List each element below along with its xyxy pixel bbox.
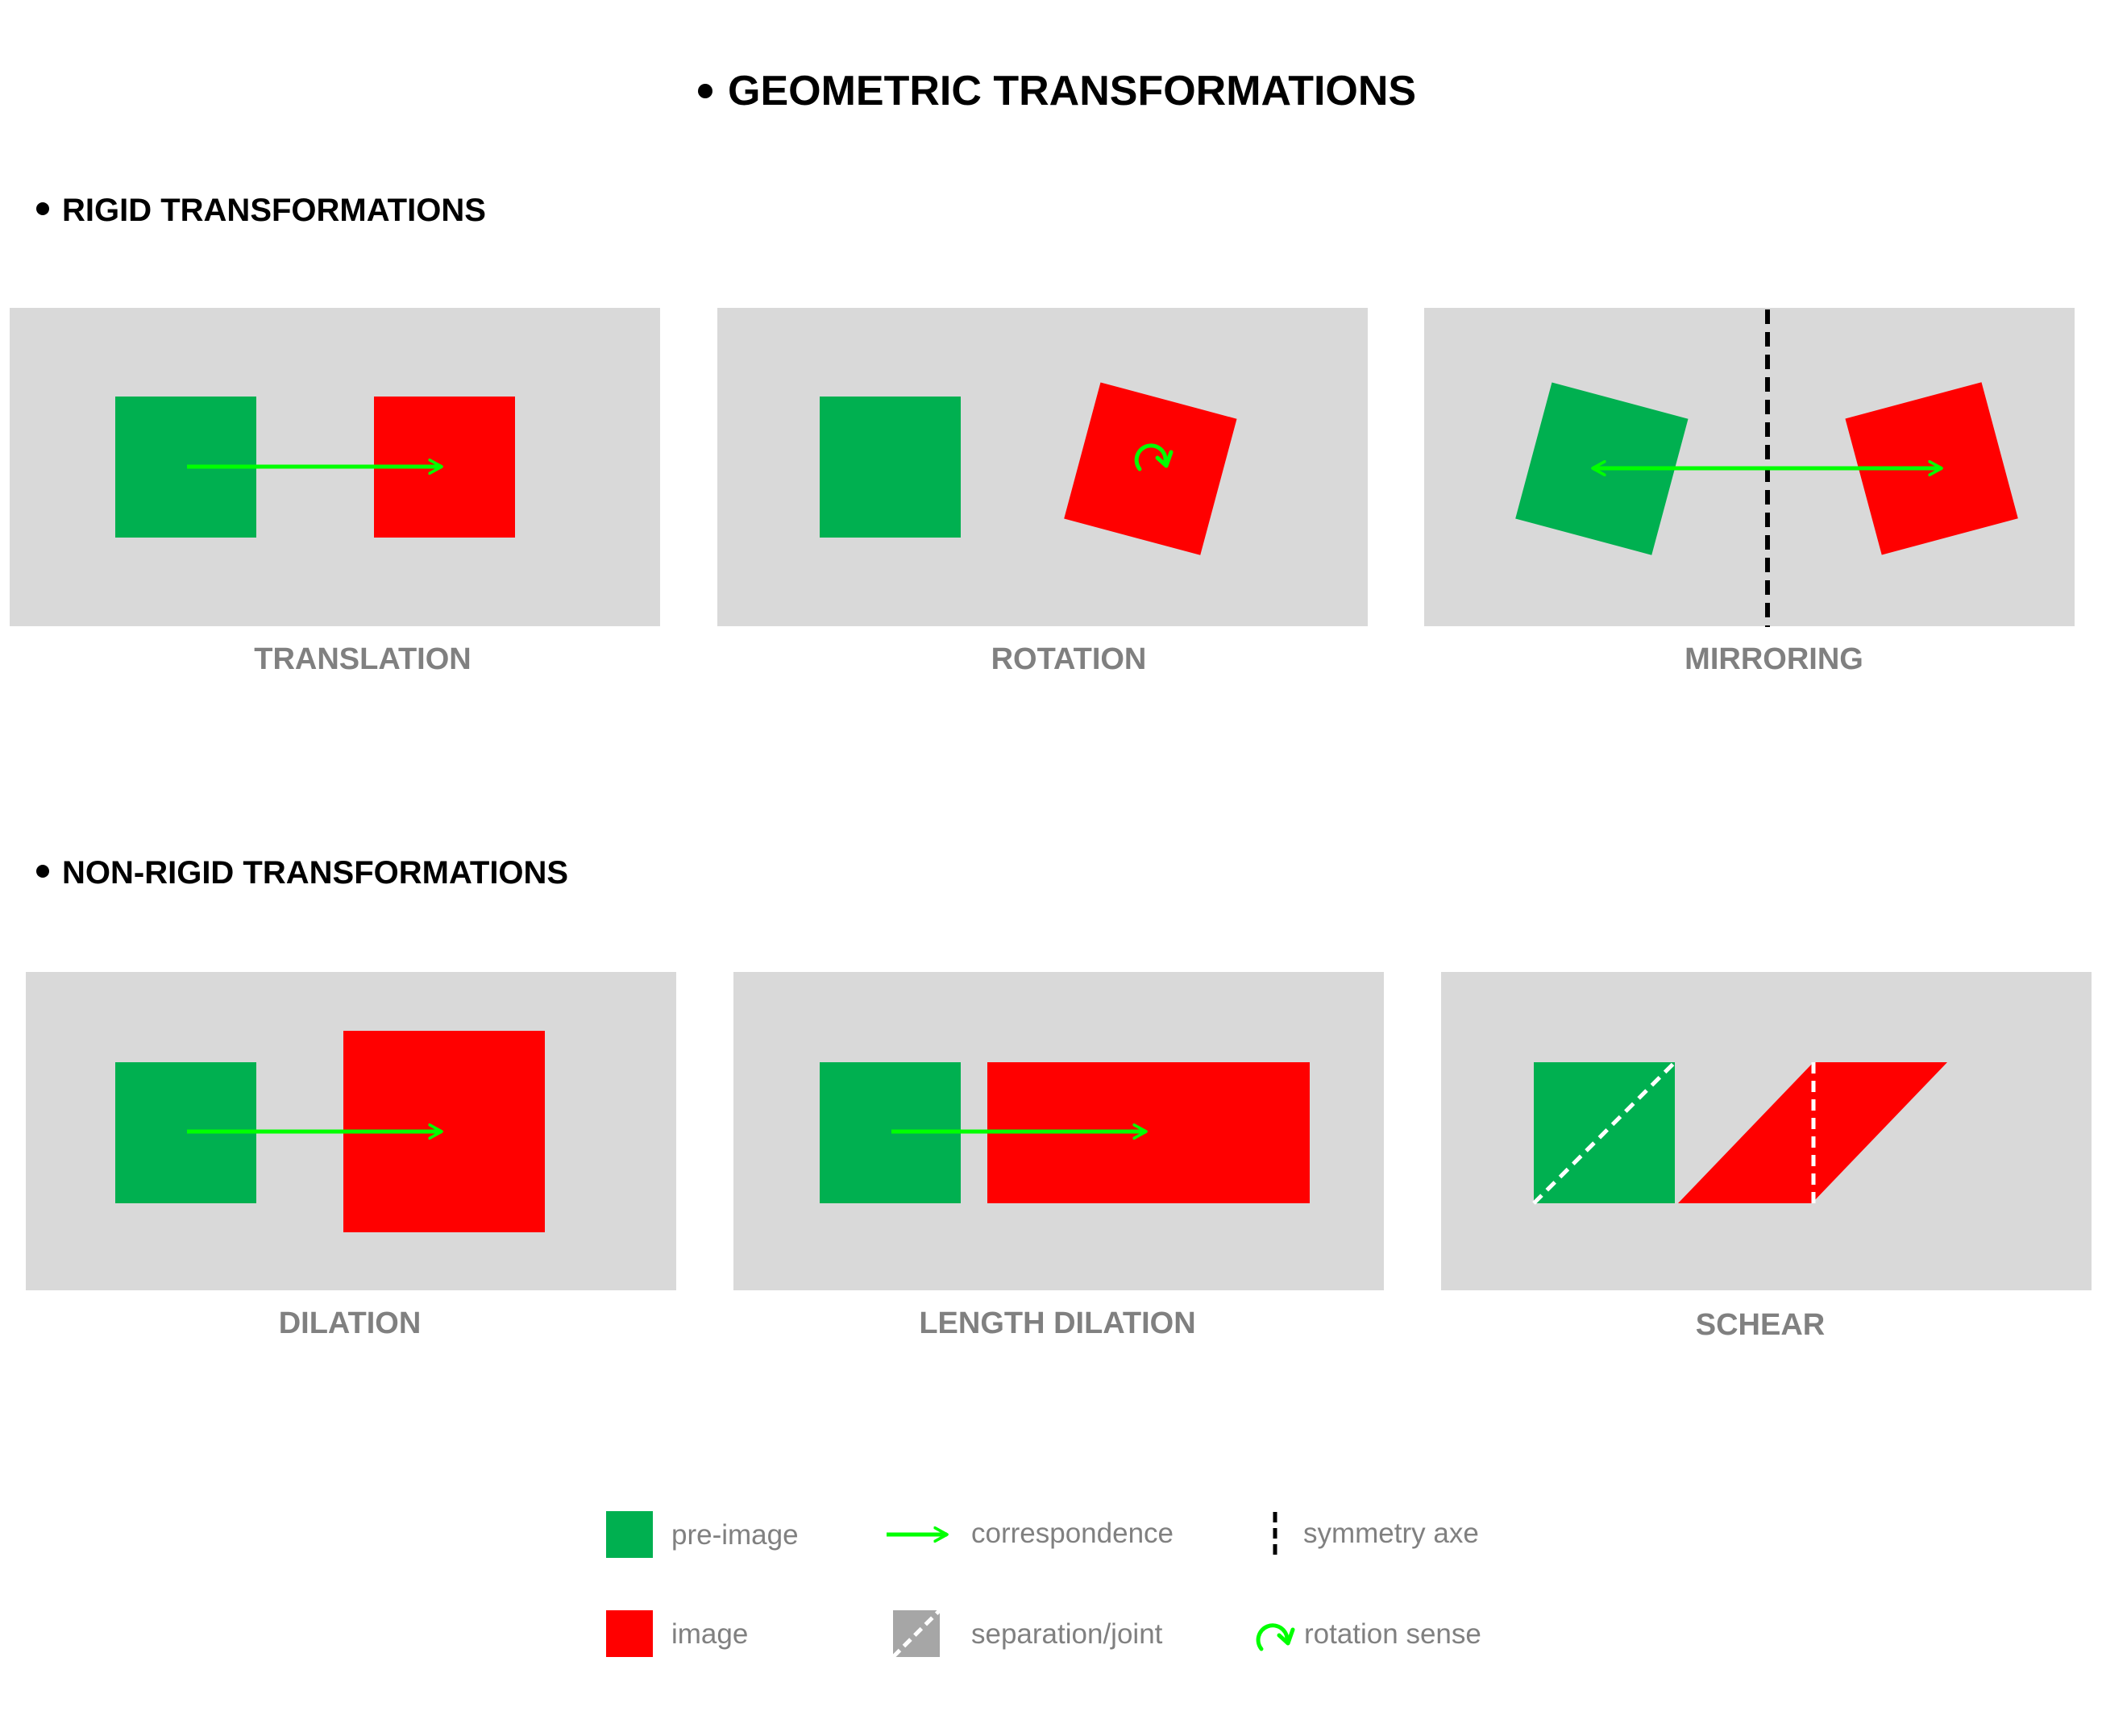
legend-separation-label: separation/joint bbox=[971, 1618, 1163, 1650]
rotation-sense-icon bbox=[1134, 443, 1168, 471]
schear-panel bbox=[1441, 972, 2092, 1290]
legend-separation-line-icon bbox=[891, 1609, 941, 1659]
rotation-caption: ROTATION bbox=[991, 642, 1147, 676]
non-rigid-heading-bullet bbox=[36, 865, 49, 878]
rotation-background bbox=[717, 308, 1368, 626]
translation-caption: TRANSLATION bbox=[254, 642, 471, 676]
length-dilation-caption: LENGTH DILATION bbox=[919, 1306, 1195, 1340]
dilation-caption: DILATION bbox=[279, 1306, 422, 1340]
schear-pre-image-separation-line bbox=[1532, 1061, 1676, 1205]
legend-rotation-label: rotation sense bbox=[1304, 1618, 1481, 1650]
rotation-sense-arrowhead bbox=[1155, 450, 1174, 468]
dilation-panel bbox=[26, 972, 676, 1290]
rotation-panel bbox=[717, 308, 1368, 626]
rotation-image bbox=[1064, 382, 1237, 555]
schear-caption: SCHEAR bbox=[1696, 1308, 1825, 1342]
rigid-heading-bullet bbox=[36, 202, 49, 215]
non-rigid-heading: NON-RIGID TRANSFORMATIONS bbox=[62, 855, 568, 891]
rigid-heading: RIGID TRANSFORMATIONS bbox=[62, 193, 486, 228]
mirroring-panel bbox=[1424, 308, 2075, 627]
legend-image-label: image bbox=[671, 1618, 748, 1650]
schear-image bbox=[1678, 1062, 1947, 1203]
legend-rotation-sense-arrowhead bbox=[1277, 1627, 1295, 1646]
legend: pre-image image correspondence separatio… bbox=[606, 1511, 1481, 1659]
legend-pre-image-label: pre-image bbox=[671, 1519, 799, 1551]
length-dilation-panel bbox=[733, 972, 1384, 1290]
legend-pre-image-swatch bbox=[606, 1511, 653, 1558]
legend-correspondence-label: correspondence bbox=[971, 1518, 1174, 1549]
page-title: GEOMETRIC TRANSFORMATIONS bbox=[728, 68, 1416, 114]
legend-image-swatch bbox=[606, 1610, 653, 1657]
mirroring-caption: MIRRORING bbox=[1685, 642, 1863, 676]
translation-panel bbox=[10, 308, 660, 626]
rotation-pre-image bbox=[820, 397, 961, 538]
legend-symmetry-label: symmetry axe bbox=[1303, 1518, 1479, 1549]
title-bullet bbox=[698, 84, 712, 98]
legend-rotation-sense-icon bbox=[1256, 1623, 1290, 1651]
